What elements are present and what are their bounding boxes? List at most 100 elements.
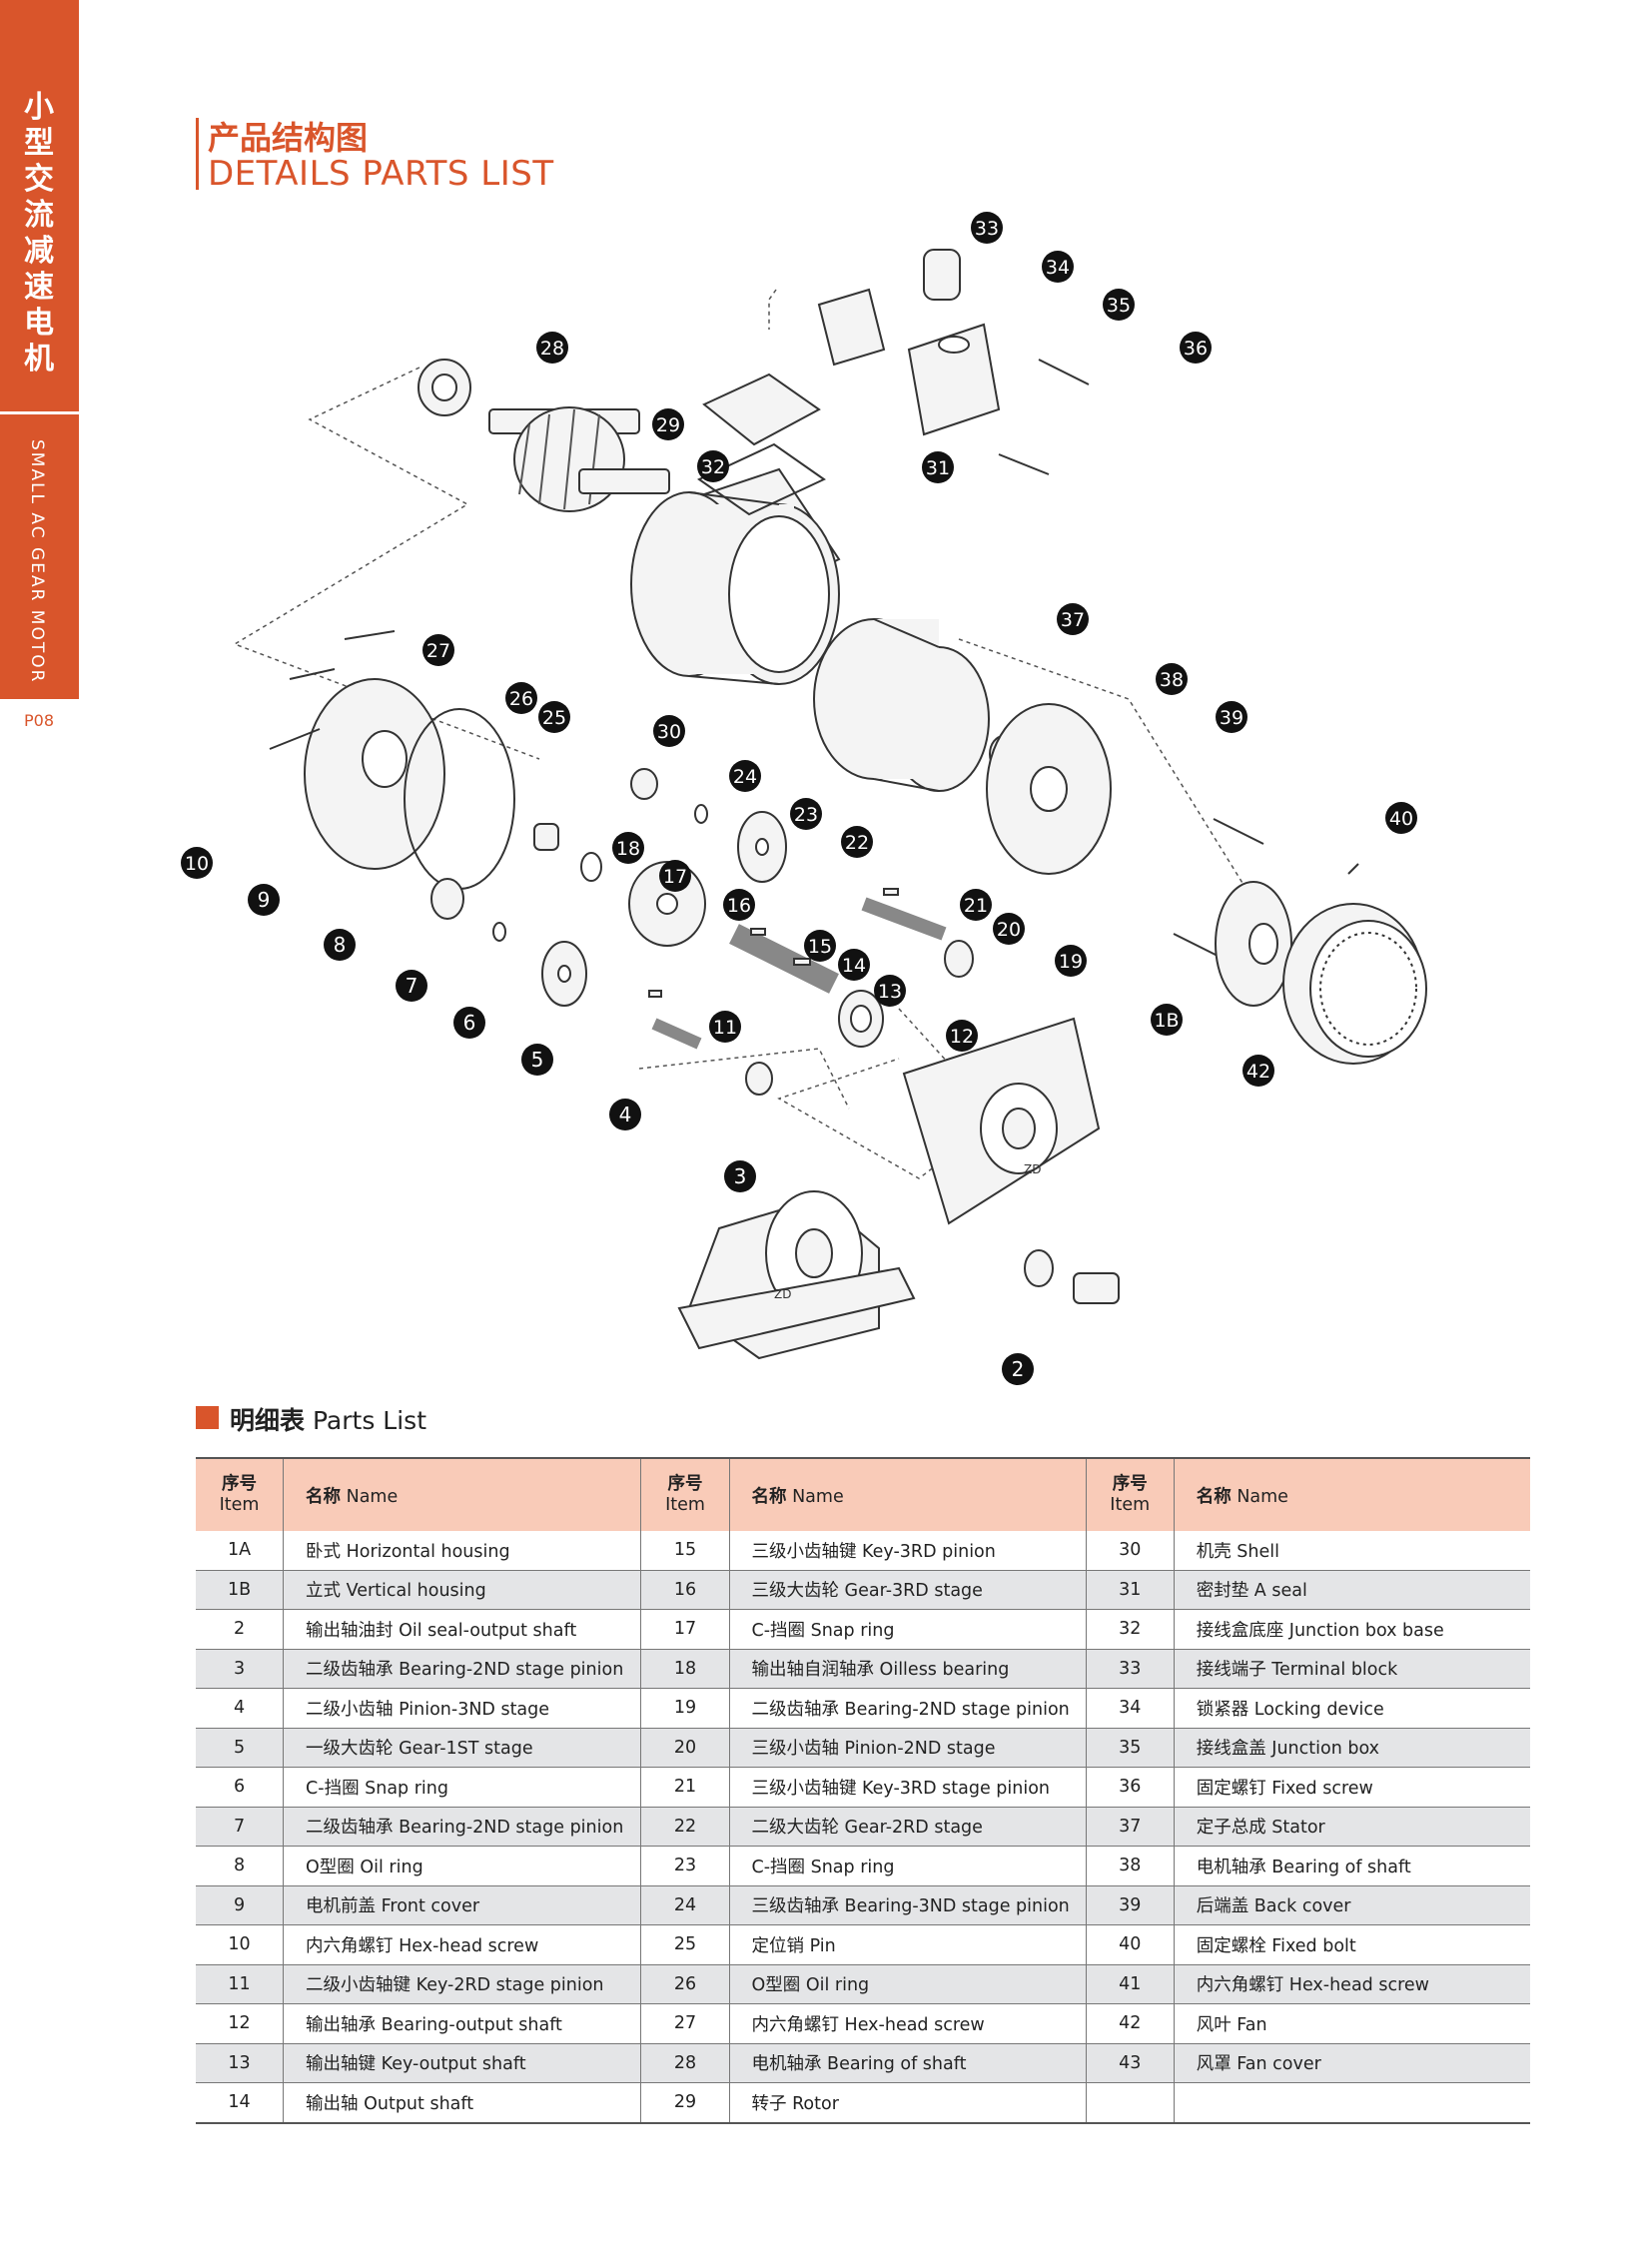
part-name: 三级齿轴承 Bearing-3ND stage pinion bbox=[729, 1885, 1087, 1925]
callout-circle bbox=[790, 798, 822, 830]
side-title-en: SMALL AC GEAR MOTOR bbox=[27, 439, 47, 684]
page-number: P08 bbox=[24, 711, 55, 730]
callout-circle bbox=[653, 715, 685, 747]
part-item-number: 12 bbox=[196, 2003, 285, 2044]
part-item-number: 22 bbox=[640, 1807, 730, 1847]
part-item-number: 13 bbox=[196, 2043, 285, 2083]
callout-17: 17 bbox=[659, 860, 691, 892]
callout-label: 16 bbox=[727, 895, 751, 917]
part-hex-screw-10 bbox=[269, 630, 396, 750]
part-item-number: 14 bbox=[196, 2082, 285, 2124]
part-oil-seal-2 bbox=[1024, 1249, 1054, 1287]
part-name: 风罩 Fan cover bbox=[1174, 2043, 1530, 2083]
part-item-number: 33 bbox=[1086, 1649, 1175, 1689]
callout-label: 23 bbox=[794, 804, 818, 826]
part-seal-31 bbox=[697, 442, 826, 516]
part-name: 电机轴承 Bearing of shaft bbox=[729, 2043, 1087, 2083]
part-name: 密封垫 A seal bbox=[1174, 1570, 1530, 1610]
callout-circle bbox=[1385, 802, 1417, 834]
part-bearing-19 bbox=[944, 940, 974, 978]
part-item-number: 27 bbox=[640, 2003, 730, 2044]
part-snap-ring-17 bbox=[580, 852, 602, 882]
callout-label: 17 bbox=[663, 866, 687, 888]
part-name: C-挡圈 Snap ring bbox=[729, 1609, 1087, 1650]
part-key-11 bbox=[648, 990, 662, 998]
part-name: 一级大齿轮 Gear-1ST stage bbox=[283, 1728, 642, 1768]
parts-list-title-en: Parts List bbox=[312, 1406, 426, 1435]
part-fixed-screw-36 bbox=[998, 359, 1090, 475]
callout-16: 16 bbox=[723, 889, 755, 921]
callout-circle bbox=[1242, 1055, 1274, 1087]
part-gear-22 bbox=[737, 811, 787, 883]
part-item-number: 17 bbox=[640, 1609, 730, 1650]
output-shaft-end bbox=[1073, 1272, 1120, 1304]
callout-circle bbox=[609, 1099, 641, 1130]
part-item-number: 19 bbox=[640, 1688, 730, 1729]
callout-circle bbox=[1055, 945, 1087, 977]
callout-2: 2 bbox=[1002, 1353, 1034, 1385]
callout-21: 21 bbox=[960, 889, 992, 921]
callout-10: 10 bbox=[181, 847, 213, 879]
callout-circle bbox=[697, 450, 729, 482]
part-name: 二级小齿轴 Pinion-3ND stage bbox=[283, 1688, 642, 1729]
part-hex-screw-41 bbox=[1347, 863, 1359, 875]
side-divider bbox=[0, 411, 79, 414]
part-locking-device-34 bbox=[923, 249, 961, 301]
callout-markers: 1A1B234567891011121314151617181920212223… bbox=[181, 212, 1417, 1385]
callout-label: 2 bbox=[1012, 1357, 1025, 1381]
part-item-number: 20 bbox=[640, 1728, 730, 1768]
callout-circle bbox=[838, 949, 870, 981]
part-item-number: 8 bbox=[196, 1846, 285, 1886]
callout-label: 4 bbox=[619, 1103, 632, 1126]
part-item-number: 16 bbox=[640, 1570, 730, 1610]
part-item-number: 26 bbox=[640, 1964, 730, 2004]
part-item-number: 30 bbox=[1086, 1531, 1175, 1571]
callout-26: 26 bbox=[505, 682, 537, 714]
part-name: 立式 Vertical housing bbox=[283, 1570, 642, 1610]
part-name: 电机前盖 Front cover bbox=[283, 1885, 642, 1925]
callout-circle bbox=[536, 332, 568, 364]
callout-35: 35 bbox=[1103, 289, 1135, 321]
part-name: 二级齿轴承 Bearing-2ND stage pinion bbox=[283, 1649, 642, 1689]
part-fan-cover-43 bbox=[1282, 903, 1427, 1065]
callout-circle bbox=[396, 970, 427, 1002]
callout-circle bbox=[453, 1007, 485, 1039]
part-stator-37 bbox=[813, 618, 990, 792]
callout-label: 28 bbox=[540, 338, 564, 360]
part-item-number: 32 bbox=[1086, 1609, 1175, 1650]
part-name: 输出轴键 Key-output shaft bbox=[283, 2043, 642, 2083]
callout-circle bbox=[971, 212, 1003, 244]
part-pinion-20 bbox=[861, 897, 947, 941]
callout-label: 19 bbox=[1059, 951, 1083, 973]
part-name: 内六角螺钉 Hex-head screw bbox=[729, 2003, 1087, 2044]
callout-4: 4 bbox=[609, 1099, 641, 1130]
part-item-number: 18 bbox=[640, 1649, 730, 1689]
callout-3: 3 bbox=[724, 1160, 756, 1192]
callout-label: 15 bbox=[808, 936, 832, 958]
callout-label: 18 bbox=[616, 838, 640, 860]
callout-circle bbox=[960, 889, 992, 921]
callout-circle bbox=[804, 930, 836, 962]
part-bearing-28 bbox=[417, 359, 471, 416]
callout-7: 7 bbox=[396, 970, 427, 1002]
callout-label: 3 bbox=[734, 1164, 747, 1188]
callout-circle bbox=[1151, 1004, 1183, 1036]
page-title-cn: 产品结构图 bbox=[208, 119, 369, 157]
side-title-cn: 小型交流减速电机 bbox=[24, 90, 54, 376]
part-rotor-29 bbox=[488, 406, 670, 512]
callout-32: 32 bbox=[697, 450, 729, 482]
part-item-number bbox=[1086, 2082, 1175, 2124]
header-name: 名称 Name bbox=[1174, 1457, 1530, 1531]
part-name: 后端盖 Back cover bbox=[1174, 1885, 1530, 1925]
callout-label: 10 bbox=[185, 853, 209, 875]
part-item-number: 37 bbox=[1086, 1807, 1175, 1847]
part-name: 三级小齿轴 Pinion-2ND stage bbox=[729, 1728, 1087, 1768]
callout-13: 13 bbox=[874, 975, 906, 1007]
callout-circle bbox=[922, 451, 954, 483]
part-name: 风叶 Fan bbox=[1174, 2003, 1530, 2044]
